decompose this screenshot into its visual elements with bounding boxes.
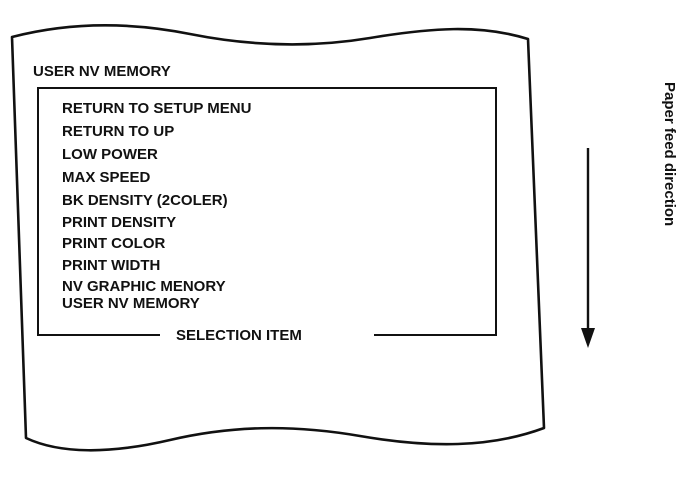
menu-item: NV GRAPHIC MENORY	[62, 278, 226, 295]
menu-item: RETURN TO UP	[62, 123, 174, 140]
menu-item: USER NV MEMORY	[62, 295, 200, 312]
menu-item: RETURN TO SETUP MENU	[62, 100, 251, 117]
feed-direction-label: Paper feed direction	[661, 82, 678, 226]
menu-item: BK DENSITY (2COLER)	[62, 192, 228, 209]
menu-item: LOW POWER	[62, 146, 158, 163]
feed-arrow-head-icon	[581, 328, 595, 348]
selection-item-label: SELECTION ITEM	[176, 327, 302, 344]
menu-item: MAX SPEED	[62, 169, 151, 186]
menu-item: PRINT DENSITY	[62, 214, 176, 231]
menu-item: PRINT COLOR	[62, 235, 165, 252]
menu-item-list: RETURN TO SETUP MENU RETURN TO UP LOW PO…	[62, 100, 251, 312]
menu-item: PRINT WIDTH	[62, 257, 160, 274]
receipt-heading: USER NV MEMORY	[33, 63, 171, 80]
paper-sheet	[10, 24, 546, 452]
selection-frame	[37, 87, 497, 336]
